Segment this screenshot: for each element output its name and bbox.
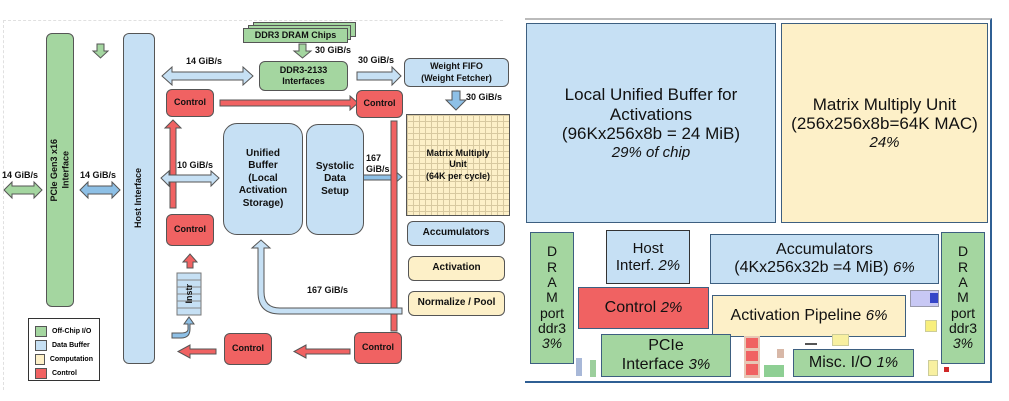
fp-small-block-yellow-2 [832, 334, 849, 346]
fp-small-block-yellow-3 [928, 360, 938, 376]
fp-mmu-title: Matrix Multiply Unit (256x256x8b=64K MAC… [791, 94, 978, 134]
instr-text: Instr [184, 284, 194, 304]
activation: Activation [408, 256, 505, 281]
bw-systolic-mmu: 167 GiB/s [366, 153, 390, 174]
fp-small-block-purple-dark [930, 293, 938, 303]
fp-accumulators: Accumulators (4Kx256x32b =4 MiB) 6% [710, 234, 939, 284]
host-ddr-arrow [161, 65, 254, 87]
fp-dram-left: D R A M port ddr3 3% [530, 232, 574, 364]
ddr-interfaces: DDR3-2133 Interfaces [259, 61, 348, 91]
fp-dram-right-title: D R A M port ddr3 [948, 243, 978, 337]
unified-buffer: Unified Buffer (Local Activation Storage… [223, 123, 303, 235]
host-interface-label: Host Interface [133, 168, 144, 229]
bottom-control-arrow-left [176, 344, 217, 359]
legend-item-databuffer: Data Buffer [35, 340, 93, 351]
dram-chips: DDR3 DRAM Chips [243, 28, 348, 43]
matrix-multiply-unit: Matrix Multiply Unit (64K per cycle) [406, 114, 510, 216]
normalize-pool: Normalize / Pool [408, 291, 505, 316]
fp-dram-left-title: D R A M port ddr3 [537, 243, 567, 337]
legend: Off-Chip I/O Data Buffer Computation Con… [28, 318, 100, 381]
fp-small-block-left-blue [576, 358, 582, 376]
pcie-external-arrow [3, 180, 43, 200]
fp-mmu-pct: 24% [869, 133, 900, 151]
systolic-data-setup: Systolic Data Setup [306, 124, 364, 235]
diagram-frame [3, 20, 503, 390]
fp-misc-io: Misc. I/O 1% [793, 349, 914, 377]
fp-act-text: Activation Pipeline 6% [730, 306, 888, 324]
control-bottom-right: Control [354, 332, 402, 364]
fp-small-block-red-1 [746, 338, 758, 348]
fp-small-block-yellow-1 [925, 320, 937, 332]
bw-ddr-fifo: 30 GiB/s [358, 55, 395, 65]
fp-small-block-dots [805, 343, 817, 345]
host-interface: Host Interface [123, 33, 155, 364]
connector-layer [3, 43, 468, 359]
fp-matrix-multiply-unit: Matrix Multiply Unit (256x256x8b=64K MAC… [781, 23, 988, 223]
legend-item-computation: Computation [35, 354, 93, 365]
fp-pcie-text: PCIe Interface 3% [621, 337, 711, 373]
dram-ddr-arrow [292, 43, 313, 59]
pcie-interface-label: PCIe Gen3 x16 Interface [48, 138, 70, 202]
fp-control: Control 2% [578, 287, 709, 329]
bottom-control-arrow-right [292, 344, 351, 359]
control-mid-left: Control [166, 214, 214, 246]
fp-misc-text: Misc. I/O 1% [808, 353, 899, 371]
fp-small-block-red-tiny [944, 367, 949, 372]
bw-host-ub: 10 GiB/s [177, 160, 214, 170]
dram-down-arrow [91, 43, 110, 59]
host-ub-arrow [160, 169, 220, 188]
bw-dram-ddr: 30 GiB/s [315, 45, 352, 55]
accumulators: Accumulators [407, 221, 505, 246]
pcie-host-arrow [79, 180, 121, 200]
bw-pcie-external: 14 GiB/s [2, 170, 39, 180]
pool-ub-arrow [250, 239, 403, 315]
fifo-mmu-arrow [444, 90, 468, 111]
instr-label: Instr [176, 273, 202, 315]
fp-dram-left-pct: 3% [541, 335, 563, 352]
fp-small-block-red-3 [746, 364, 758, 375]
control-right-arrow [219, 94, 359, 112]
bw-host-ddr: 14 GiB/s [186, 56, 223, 66]
control-vertical-bar [390, 120, 398, 332]
fp-ub-title: Local Unified Buffer for Activations (96… [561, 85, 741, 144]
fp-small-block-tan [777, 349, 784, 358]
fp-small-block-left-green [590, 360, 596, 377]
legend-item-control: Control [35, 368, 93, 379]
fp-acc-text: Accumulators (4Kx256x32b =4 MiB) 6% [734, 240, 915, 276]
bw-pool-ub: 167 GiB/s [307, 285, 349, 295]
fp-ub-pct: 29% of chip [611, 143, 691, 161]
bw-pcie-host: 14 GiB/s [80, 170, 117, 180]
fp-small-block-red-2 [746, 351, 758, 361]
control-top-right: Control [356, 90, 403, 118]
instr-control-arrow [181, 253, 199, 269]
instr-queue [176, 272, 202, 316]
fp-dram-right-pct: 3% [952, 335, 974, 352]
fp-small-block-green [764, 365, 784, 377]
control-up-arrow [163, 119, 183, 209]
legend-item-offchip: Off-Chip I/O [35, 326, 93, 337]
pcie-interface: PCIe Gen3 x16 Interface [46, 33, 74, 307]
weight-fifo: Weight FIFO (Weight Fetcher) [404, 58, 509, 87]
instr-input-arrow [171, 316, 195, 339]
dram-arrow-layer [292, 43, 313, 59]
fp-unified-buffer: Local Unified Buffer for Activations (96… [526, 23, 776, 223]
ddr-fifo-arrow [356, 65, 402, 87]
fp-dram-right: D R A M port ddr3 3% [941, 232, 985, 364]
fp-pcie-interface: PCIe Interface 3% [601, 334, 731, 377]
fp-host-text: Host Interf. 2% [615, 239, 681, 274]
control-top-left: Control [166, 89, 214, 117]
control-bottom-mid: Control [224, 333, 272, 365]
fp-host-interface: Host Interf. 2% [606, 230, 690, 284]
fp-control-text: Control 2% [604, 298, 683, 316]
fp-activation-pipeline: Activation Pipeline 6% [712, 295, 906, 337]
bw-fifo-mmu: 30 GiB/s [466, 92, 503, 102]
